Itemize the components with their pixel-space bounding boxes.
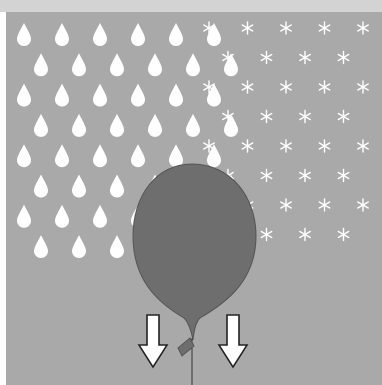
top-strip	[0, 0, 382, 12]
